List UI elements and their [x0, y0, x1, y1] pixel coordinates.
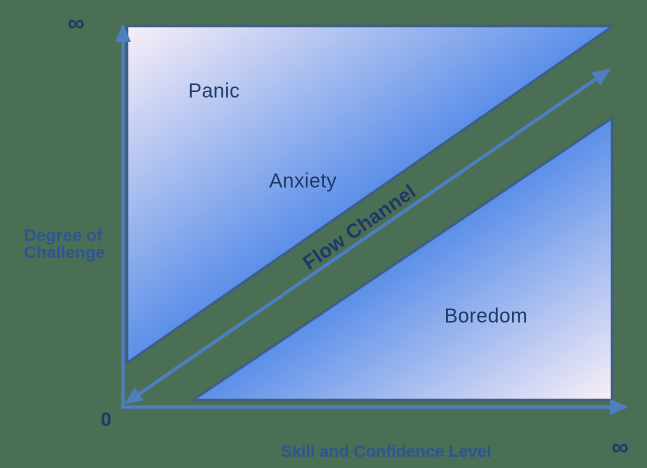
region-label-anxiety: Anxiety	[269, 170, 337, 193]
region-label-boredom: Boredom	[444, 305, 528, 328]
y-axis-infinity-icon: ∞	[67, 10, 85, 37]
x-axis-title: Skill and Confidence Level	[280, 442, 492, 461]
region-label-panic: Panic	[188, 80, 240, 103]
flow-channel-arrow	[124, 68, 611, 405]
origin-zero-label: 0	[100, 410, 112, 431]
x-axis-infinity-icon: ∞	[611, 434, 629, 461]
y-axis-title: Degree of Challenge	[24, 226, 106, 262]
